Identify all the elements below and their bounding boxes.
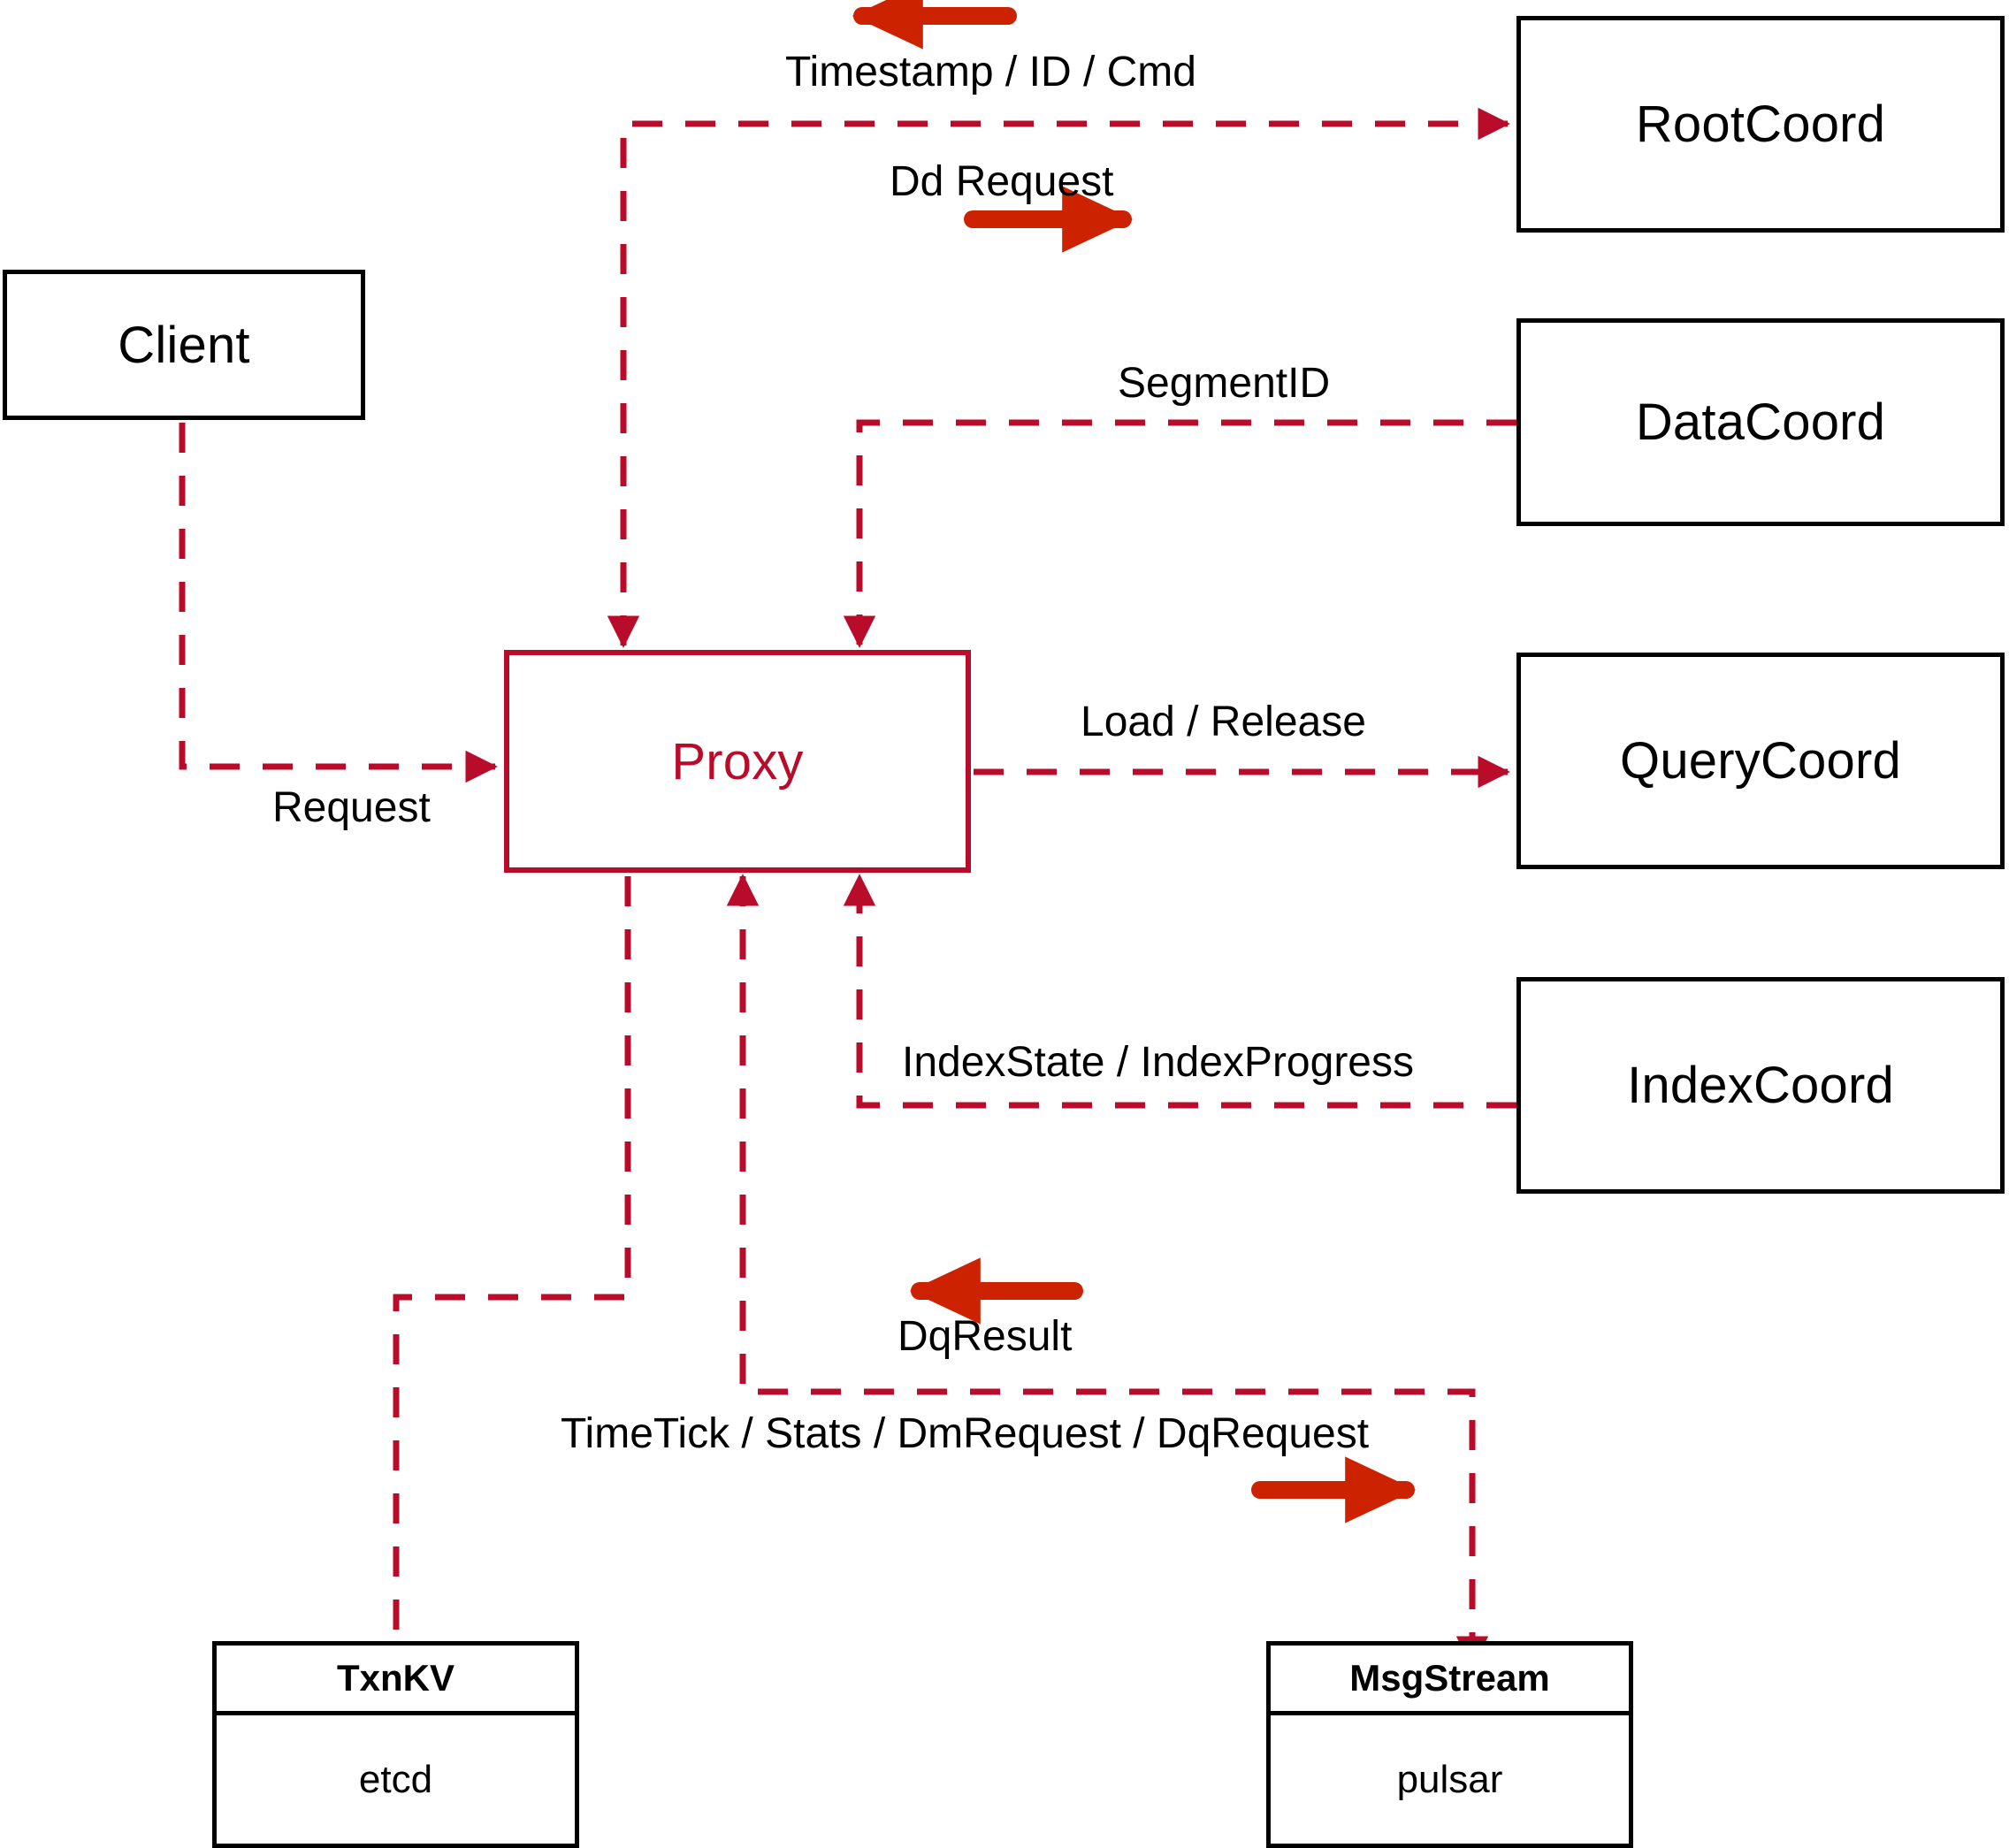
edge-label-request: Request [272,784,431,831]
node-txnkv-body-label: etcd [358,1757,433,1801]
node-client[interactable]: Client [3,270,365,420]
edge-label-dq-result: DqResult [898,1313,1073,1360]
node-proxy[interactable]: Proxy [504,650,971,873]
node-datacoord[interactable]: DataCoord [1516,318,2005,526]
node-txnkv-header: TxnKV [217,1646,575,1715]
edge-label-load-release: Load / Release [1081,699,1366,745]
node-txnkv-header-label: TxnKV [336,1657,455,1699]
edge-label-dd-request: Dd Request [890,158,1114,205]
node-txnkv[interactable]: TxnKV etcd [212,1641,579,1848]
node-msgstream-body: pulsar [1271,1715,1629,1844]
node-msgstream-body-label: pulsar [1396,1757,1503,1801]
node-msgstream-header: MsgStream [1271,1646,1629,1715]
node-indexcoord[interactable]: IndexCoord [1516,977,2005,1194]
node-txnkv-body: etcd [217,1715,575,1844]
edge-label-index-state-progress: IndexState / IndexProgress [902,1039,1414,1086]
node-indexcoord-label: IndexCoord [1627,1057,1894,1114]
node-msgstream[interactable]: MsgStream pulsar [1266,1641,1633,1848]
edge-proxy-to-msgstream [726,874,1489,1669]
node-msgstream-header-label: MsgStream [1349,1657,1550,1699]
edge-proxy-to-txnkv [393,876,631,1683]
edge-proxy-to-rootcoord [607,107,1510,648]
edge-label-segment-id: SegmentID [1118,360,1331,407]
node-rootcoord-label: RootCoord [1635,95,1886,153]
edge-label-timestamp-id-cmd: Timestamp / ID / Cmd [785,49,1196,95]
node-querycoord[interactable]: QueryCoord [1516,653,2005,869]
node-querycoord-label: QueryCoord [1620,732,1901,790]
edge-label-timetick-stats: TimeTick / Stats / DmRequest / DqRequest [561,1410,1370,1457]
node-rootcoord[interactable]: RootCoord [1516,16,2005,233]
edge-datacoord-to-proxy [843,419,1516,648]
node-datacoord-label: DataCoord [1635,393,1886,451]
node-proxy-label: Proxy [671,732,804,790]
node-client-label: Client [118,316,250,374]
edge-client-to-proxy [179,423,498,783]
